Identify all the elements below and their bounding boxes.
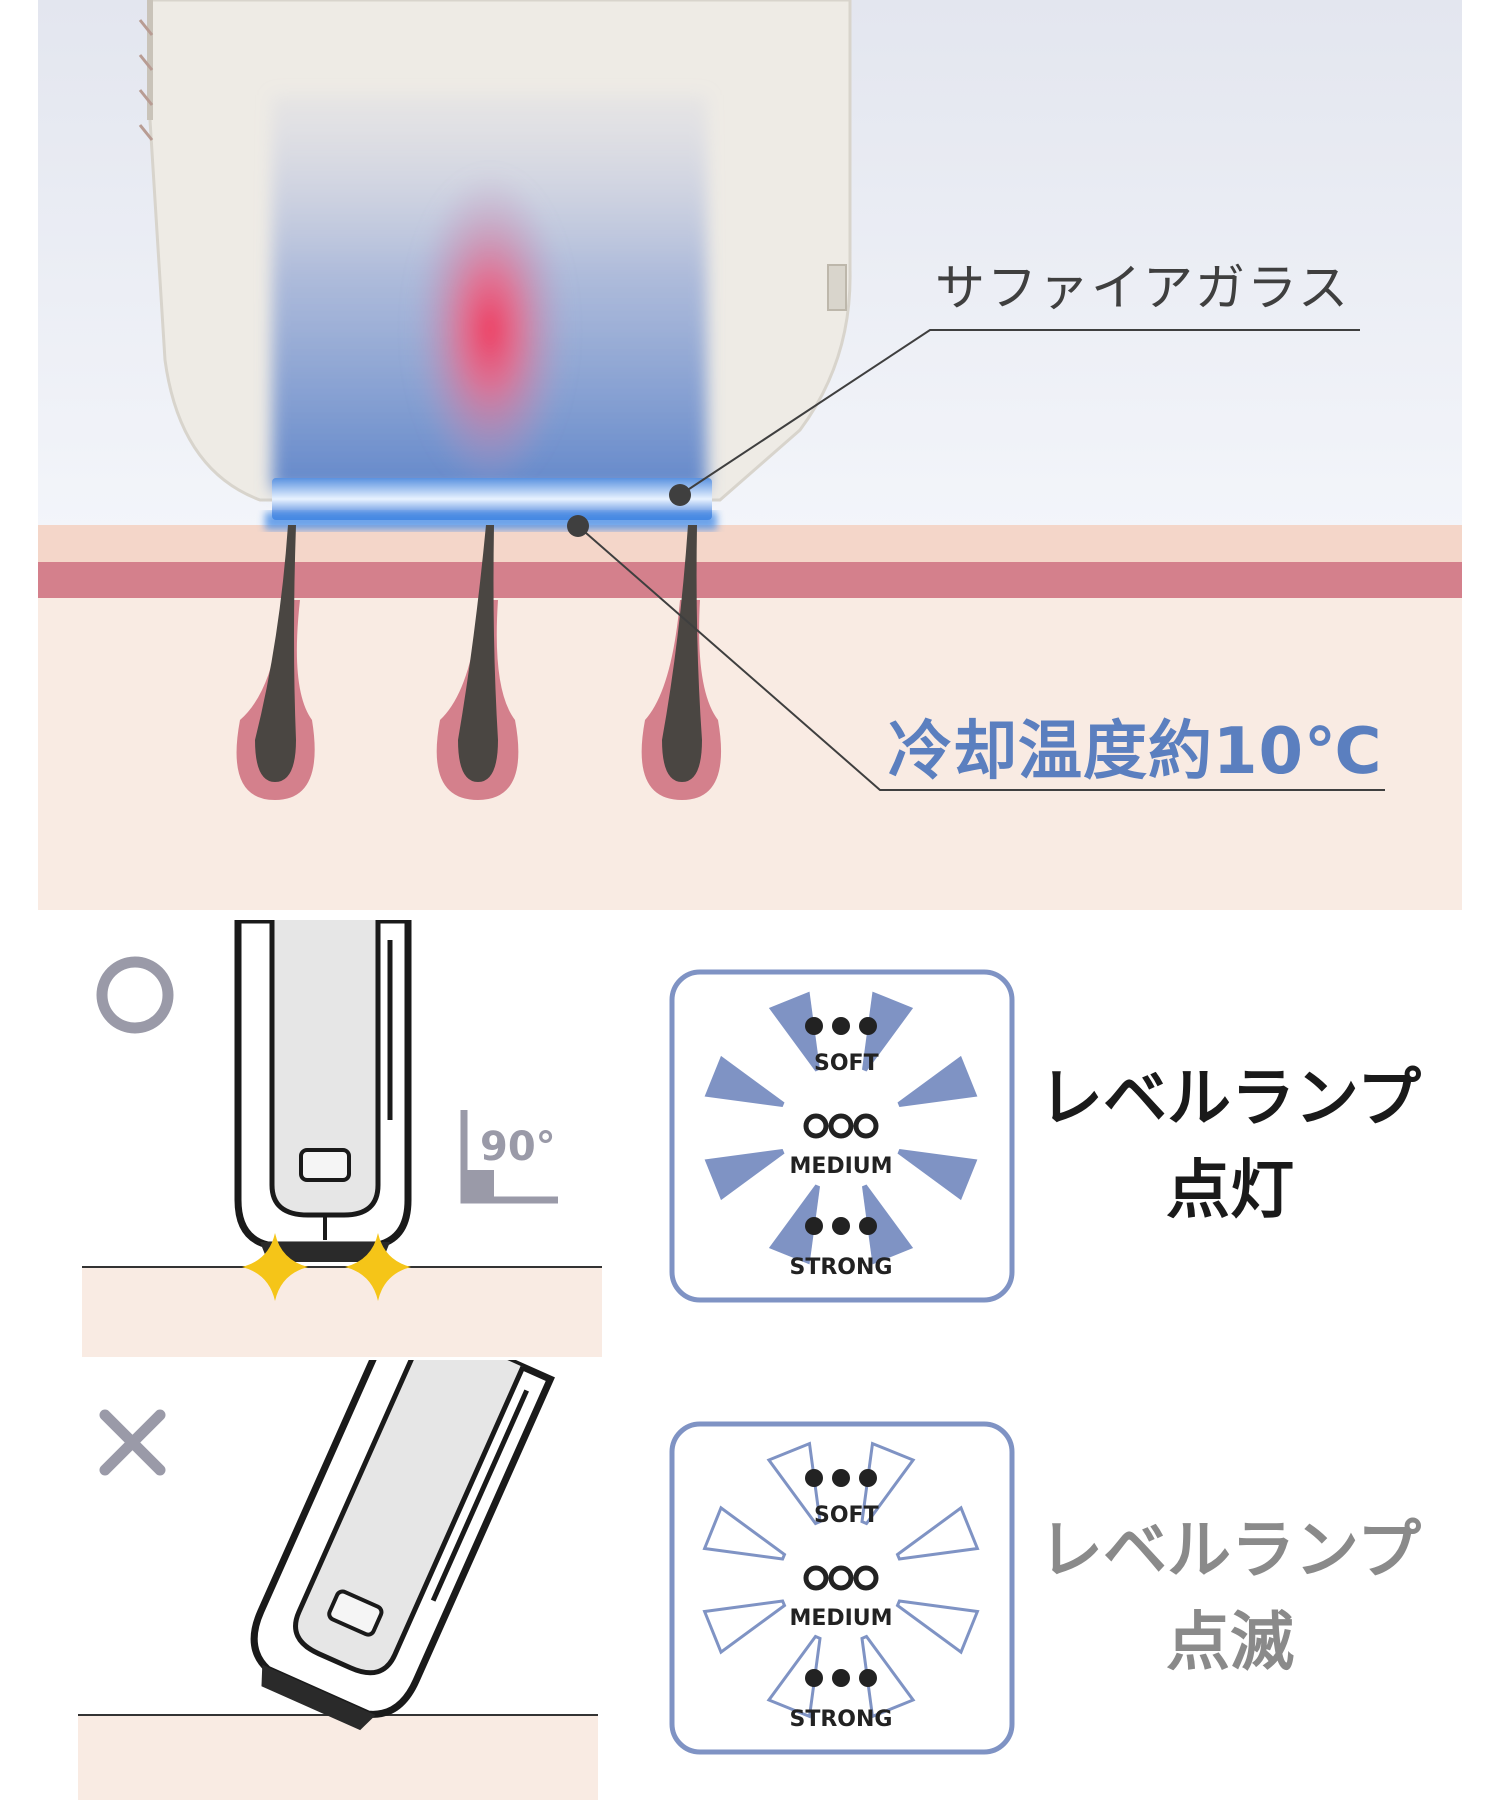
callout-dot — [669, 484, 691, 506]
callout-cooling-line — [577, 525, 1385, 791]
callout-sapphire-line — [679, 329, 1360, 496]
angle-label: 90° — [480, 1124, 556, 1170]
correct-usage-illustration: 90° — [82, 920, 602, 1357]
skin — [82, 1267, 602, 1357]
cross-mark-icon — [99, 1409, 166, 1476]
device-head — [260, 1242, 390, 1262]
cooling-diagram — [38, 0, 1462, 910]
sapphire-glass — [272, 478, 712, 520]
lamp-dots-strong — [805, 1669, 877, 1687]
lamp-dots-strong — [805, 1217, 877, 1235]
level-label-soft: SOFT — [814, 1051, 879, 1076]
lamp-ray — [704, 1149, 785, 1201]
lamp-ray — [768, 1184, 820, 1265]
incorrect-usage-illustration — [78, 1360, 598, 1800]
sparkle-icon — [242, 1233, 411, 1301]
lamp-ray — [766, 1634, 822, 1719]
level-lamp-on-panel: SOFT MEDIUM STRONG — [669, 969, 1015, 1303]
level-label-medium: MEDIUM — [789, 1606, 892, 1631]
lamp-ray — [702, 1505, 787, 1561]
level-label-soft: SOFT — [814, 1503, 879, 1528]
status-line: レベルランプ — [1038, 1514, 1422, 1588]
level-label-strong: STRONG — [790, 1707, 893, 1732]
lamp-dots-soft — [805, 1469, 877, 1487]
status-lamp-on: レベルランプ 点灯 — [1010, 1053, 1450, 1237]
cooling-temp-label: 冷却温度約10℃ — [888, 715, 1383, 789]
hair — [458, 525, 498, 782]
hair-follicles — [236, 525, 722, 800]
hair — [255, 525, 296, 782]
lamp-rays — [704, 991, 978, 1265]
level-label-medium: MEDIUM — [789, 1154, 892, 1179]
skin-surface — [38, 525, 1462, 563]
sapphire-glass-label: サファイアガラス — [935, 259, 1350, 317]
lamp-ray — [897, 1055, 978, 1107]
lamp-ray — [766, 1441, 822, 1526]
heat-spot — [410, 170, 570, 490]
device-tilted — [250, 1360, 555, 1731]
lamp-ray — [862, 991, 914, 1072]
skin — [78, 1715, 598, 1800]
hair — [662, 525, 702, 782]
lamp-window — [299, 1148, 351, 1182]
lamp-dots-medium — [803, 1113, 879, 1139]
lamp-ray — [860, 1634, 916, 1719]
status-line: 点灯 — [1166, 1154, 1294, 1228]
circle-mark-icon — [96, 956, 174, 1034]
lamp-ray — [895, 1599, 980, 1655]
lamp-dots-medium — [803, 1565, 879, 1591]
lamp-dots-soft — [805, 1017, 877, 1035]
lamp-ray — [862, 1184, 914, 1265]
lamp-ray — [702, 1599, 787, 1655]
status-lamp-blink: レベルランプ 点滅 — [1010, 1505, 1450, 1689]
lamp-rays-outline — [702, 1441, 980, 1719]
side-button — [827, 264, 847, 311]
status-line: レベルランプ — [1038, 1062, 1422, 1136]
skin-band — [38, 562, 1462, 598]
callout-dot — [567, 515, 589, 537]
level-label-strong: STRONG — [790, 1255, 893, 1280]
lamp-ray — [704, 1055, 785, 1107]
lamp-ray — [768, 991, 820, 1072]
lamp-ray — [895, 1505, 980, 1561]
level-lamp-blink-panel: SOFT MEDIUM STRONG — [669, 1421, 1015, 1755]
lamp-ray — [897, 1149, 978, 1201]
status-line: 点滅 — [1166, 1606, 1294, 1680]
